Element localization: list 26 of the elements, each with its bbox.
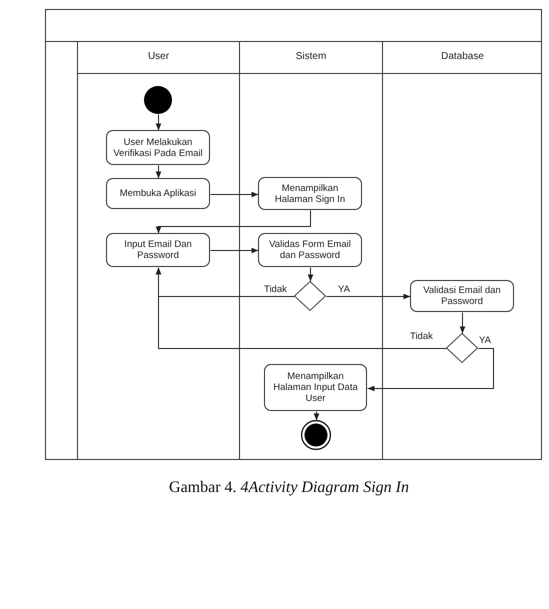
arrow <box>156 165 162 179</box>
edge-label: YA <box>478 335 492 346</box>
figure-caption: Gambar 4. 4Activity Diagram Sign In <box>169 478 409 498</box>
arrow <box>326 294 411 300</box>
action-box: Input Email Dan Password <box>106 233 210 267</box>
arrow <box>314 411 320 421</box>
lane-header: Sistem <box>294 50 328 64</box>
edge-label: Tidak <box>409 331 434 342</box>
arrow <box>308 267 314 282</box>
arrow <box>156 210 311 234</box>
action-box: User Melakukan Verifikasi Pada Email <box>106 130 210 165</box>
arrow <box>210 248 259 254</box>
lane-header: Database <box>440 50 485 64</box>
lane-header: User <box>146 50 170 64</box>
edge-label: YA <box>337 284 351 295</box>
action-box: Menampilkan Halaman Input Data User <box>264 364 367 411</box>
arrow <box>156 267 447 349</box>
action-box: Menampilkan Halaman Sign In <box>258 177 362 210</box>
arrow <box>367 348 494 392</box>
edge-label: Tidak <box>263 284 288 295</box>
action-box: Validasi Email dan Password <box>410 280 514 312</box>
arrow <box>210 192 259 198</box>
action-box: Membuka Aplikasi <box>106 178 210 209</box>
arrow <box>460 312 466 334</box>
arrow <box>156 114 162 131</box>
action-box: Validas Form Email dan Password <box>258 233 362 267</box>
